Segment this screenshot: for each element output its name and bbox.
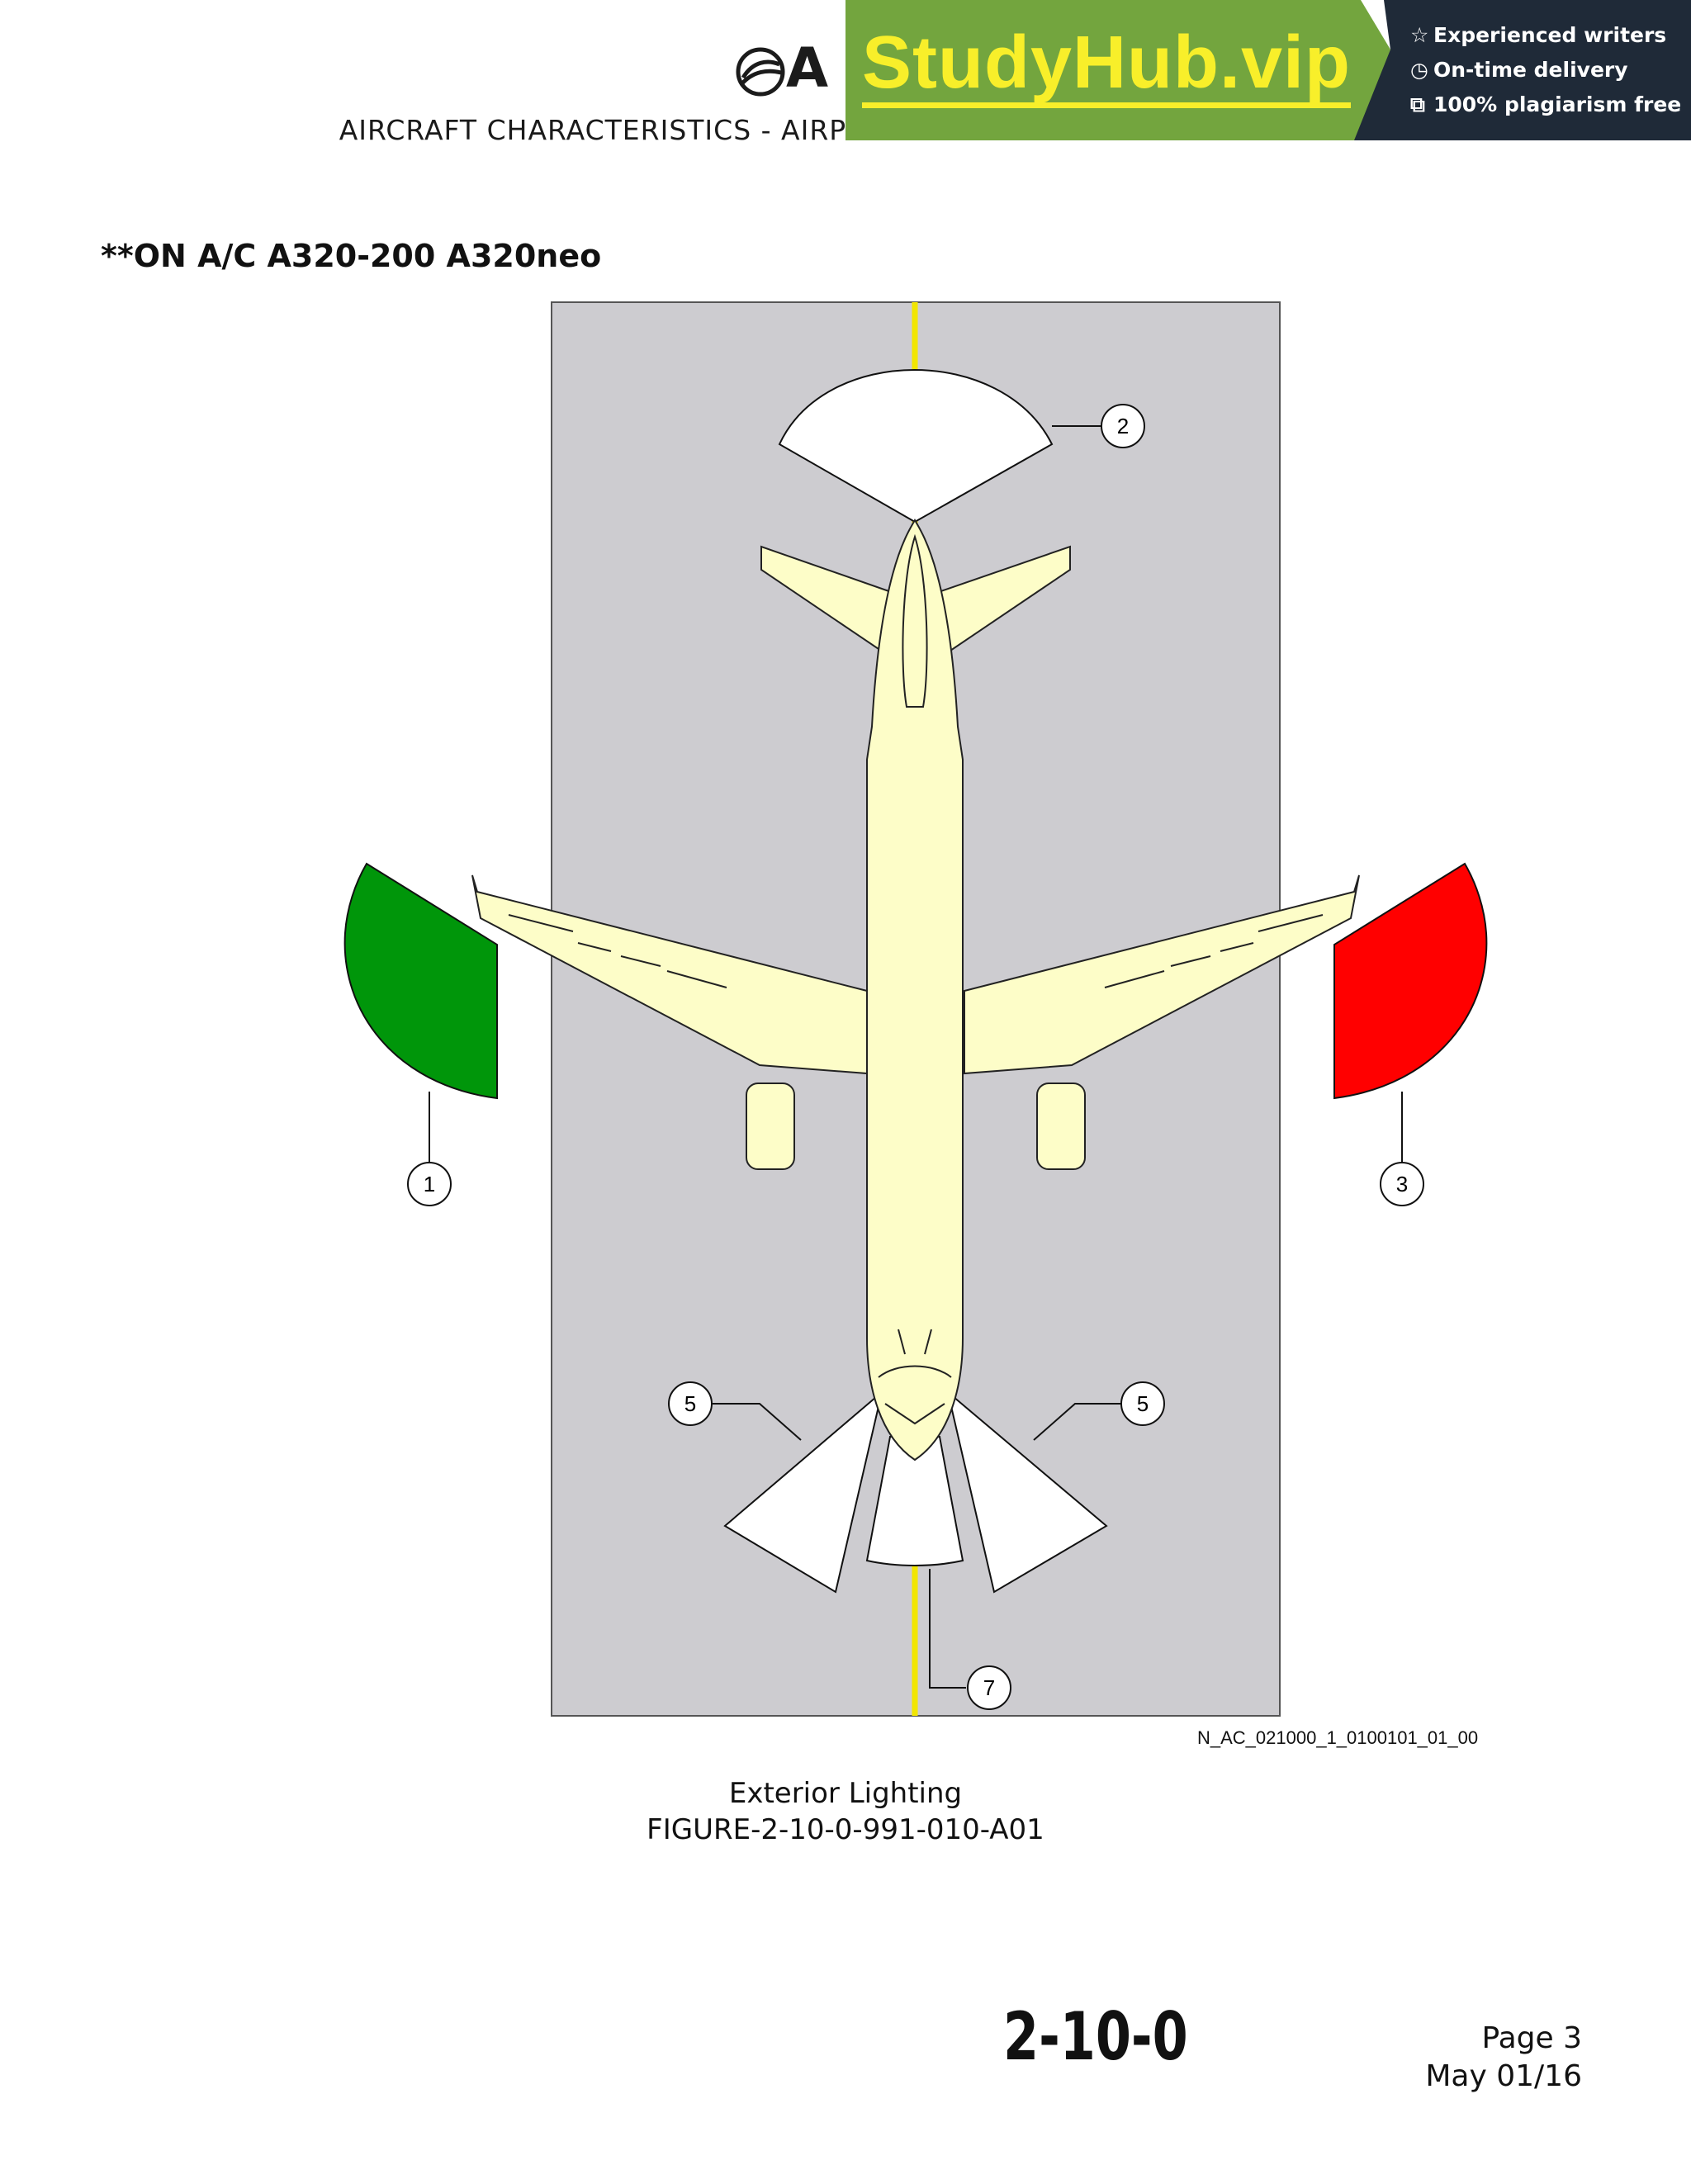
banner-feature-writers: ☆Experienced writers xyxy=(1410,23,1667,47)
aircraft-top-view xyxy=(471,519,1360,1462)
callout-5-left: 5 xyxy=(668,1381,713,1426)
svg-text:5: 5 xyxy=(1137,1391,1149,1416)
revision-date: May 01/16 xyxy=(1425,2059,1582,2093)
callout-7: 7 xyxy=(967,1665,1011,1710)
star-icon: ☆ xyxy=(1410,23,1429,47)
left-navigation-light-beam xyxy=(343,862,498,1100)
clock-icon: ◷ xyxy=(1410,58,1428,82)
svg-text:5: 5 xyxy=(684,1391,696,1416)
callout-5-right: 5 xyxy=(1120,1381,1165,1426)
callout-3: 3 xyxy=(1380,1162,1424,1206)
taxi-light-beam xyxy=(865,1436,964,1566)
chapter-number: 2-10-0 xyxy=(1003,1998,1188,2075)
page-number: Page 3 xyxy=(1481,2021,1583,2055)
studyhub-banner[interactable]: StudyHub.vip ☆Experienced writers ◷On-ti… xyxy=(846,0,1691,140)
figure-caption-title: Exterior Lighting xyxy=(728,1777,963,1810)
effectivity-label: **ON A/C A320-200 A320neo xyxy=(101,238,602,274)
tail-light-beam xyxy=(778,369,1054,523)
right-runway-turnoff-light-beam xyxy=(946,1390,1108,1594)
copy-icon: ⧉ xyxy=(1410,92,1425,116)
svg-text:2: 2 xyxy=(1117,414,1129,438)
logo-text: A xyxy=(786,36,831,100)
svg-text:7: 7 xyxy=(983,1675,995,1700)
banner-brand-text[interactable]: StudyHub.vip xyxy=(862,23,1351,108)
banner-feature-delivery: ◷On-time delivery xyxy=(1410,58,1628,82)
callout-1: 1 xyxy=(407,1162,452,1206)
banner-feature-plagiarism: ⧉100% plagiarism free xyxy=(1410,92,1682,116)
right-navigation-light-beam xyxy=(1333,862,1488,1100)
banner-features-panel xyxy=(1354,0,1691,140)
banner-brand-panel xyxy=(846,0,1390,140)
callout-2: 2 xyxy=(1101,404,1145,448)
left-runway-turnoff-light-beam xyxy=(723,1390,883,1594)
figure-caption-number: FIGURE-2-10-0-991-010-A01 xyxy=(647,1813,1044,1846)
airbus-logo-icon xyxy=(736,47,785,97)
svg-text:3: 3 xyxy=(1396,1172,1408,1196)
svg-text:1: 1 xyxy=(424,1172,435,1196)
figure-reference-code: N_AC_021000_1_0100101_01_00 xyxy=(1197,1727,1479,1748)
